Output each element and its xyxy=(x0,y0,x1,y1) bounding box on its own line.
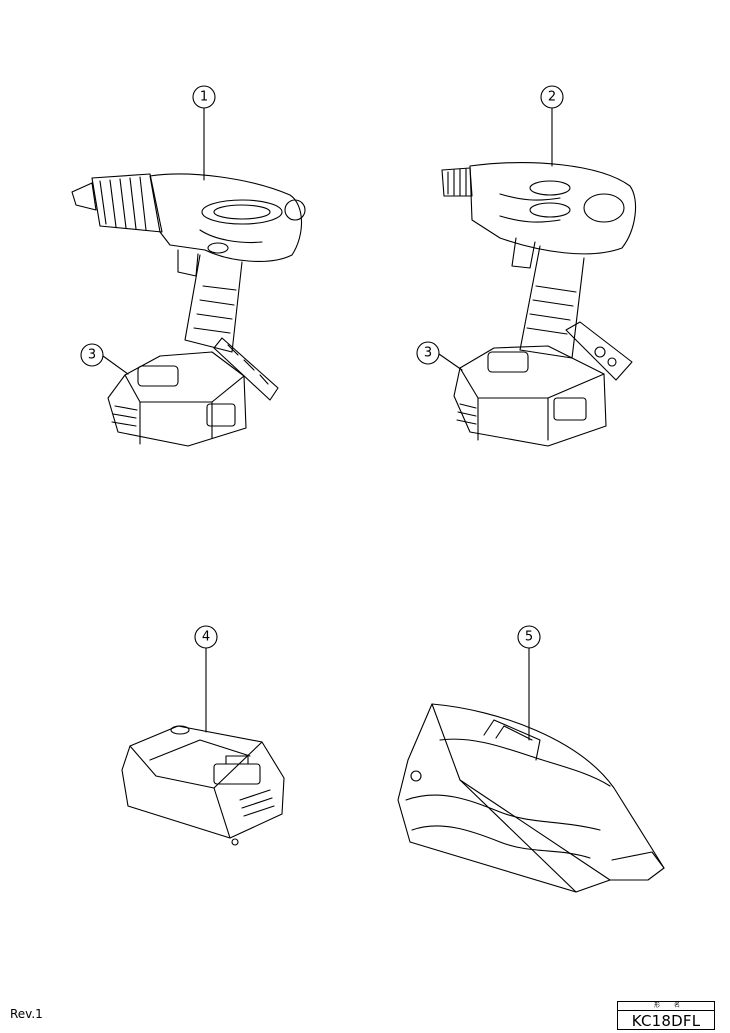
battery-illustration-2 xyxy=(453,345,607,447)
callout-circle-3b xyxy=(416,341,440,365)
tool-bag-illustration xyxy=(397,703,665,893)
leader-line-3a xyxy=(102,355,129,375)
model-box: KC18DFL xyxy=(617,1010,715,1030)
model-number: KC18DFL xyxy=(631,1012,701,1030)
model-header-left: 形 xyxy=(654,1002,661,1009)
drill-illustration xyxy=(71,173,306,401)
callout-circle-3a xyxy=(80,343,104,367)
callout-circle-1 xyxy=(192,85,216,109)
model-header: 形 名 xyxy=(617,1001,715,1010)
callout-circle-2 xyxy=(540,85,564,109)
callout-number-2: 2 xyxy=(548,90,556,105)
charger-illustration xyxy=(121,725,285,846)
model-header-right: 名 xyxy=(674,1002,681,1009)
callout-number-3b: 3 xyxy=(424,346,432,361)
callout-circle-4 xyxy=(194,625,218,649)
callout-number-5: 5 xyxy=(525,630,533,645)
leader-line-3b xyxy=(438,353,463,371)
battery-illustration-1 xyxy=(107,351,247,447)
callout-number-1: 1 xyxy=(200,90,208,105)
callout-number-3a: 3 xyxy=(88,348,96,363)
callout-circle-5 xyxy=(517,625,541,649)
impact-driver-illustration xyxy=(441,162,637,381)
revision-label: Rev.1 xyxy=(10,1007,43,1021)
callout-number-4: 4 xyxy=(202,630,210,645)
